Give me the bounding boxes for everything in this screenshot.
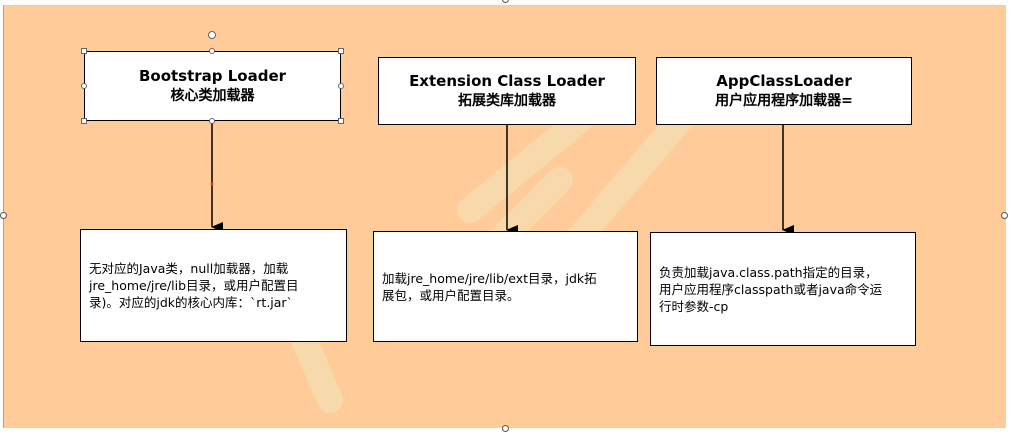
connection-point-top[interactable]	[209, 48, 215, 54]
bootstrap-loader-node[interactable]: Bootstrap Loader 核心类加载器	[84, 51, 341, 121]
extension-loader-subtitle: 拓展类库加载器	[458, 93, 556, 109]
canvas-edge-dot-left[interactable]	[0, 212, 7, 219]
rotate-handle[interactable]	[208, 31, 216, 39]
resize-handle-bottom-left[interactable]	[81, 118, 87, 124]
app-loader-title: AppClassLoader	[716, 72, 852, 90]
app-loader-node[interactable]: AppClassLoader 用户应用程序加载器=	[656, 57, 912, 125]
connection-point-right[interactable]	[338, 83, 344, 89]
canvas-edge-dot-right[interactable]	[1001, 212, 1008, 219]
resize-handle-bottom-right[interactable]	[338, 118, 344, 124]
bootstrap-loader-subtitle: 核心类加载器	[170, 88, 255, 104]
extension-loader-description-text: 加载jre_home/jre/lib/ext目录，jdk拓 展包，或用户配置目录…	[382, 270, 597, 303]
extension-loader-node[interactable]: Extension Class Loader 拓展类库加载器	[378, 57, 636, 125]
bootstrap-loader-description[interactable]: 无对应的Java类，null加载器，加载 jre_home/jre/lib目录，…	[80, 229, 347, 342]
app-loader-description[interactable]: 负责加载java.class.path指定的目录， 用户应用程序classpat…	[650, 232, 916, 346]
app-loader-subtitle: 用户应用程序加载器=	[715, 93, 853, 109]
bootstrap-loader-title: Bootstrap Loader	[138, 67, 287, 85]
canvas-edge-dot-bottom[interactable]	[502, 425, 509, 432]
connection-point-left[interactable]	[81, 83, 87, 89]
bootstrap-loader-description-text: 无对应的Java类，null加载器，加载 jre_home/jre/lib目录，…	[89, 261, 299, 310]
extension-loader-title: Extension Class Loader	[409, 72, 605, 90]
app-loader-description-text: 负责加载java.class.path指定的目录， 用户应用程序classpat…	[659, 264, 883, 314]
resize-handle-top-right[interactable]	[338, 48, 344, 54]
extension-loader-description[interactable]: 加载jre_home/jre/lib/ext目录，jdk拓 展包，或用户配置目录…	[373, 231, 638, 342]
connection-point-bottom[interactable]	[209, 118, 215, 124]
resize-handle-top-left[interactable]	[81, 48, 87, 54]
